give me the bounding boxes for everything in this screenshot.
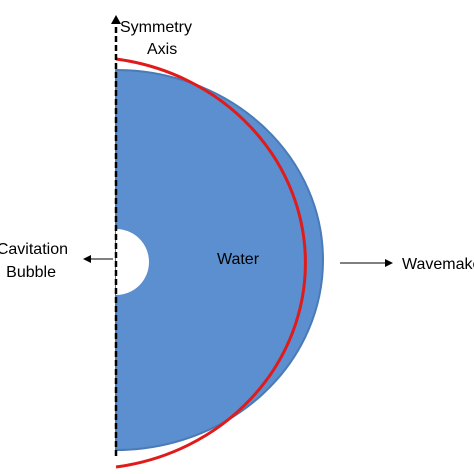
symmetry-axis-arrowhead bbox=[111, 15, 121, 24]
wavemaker-boundary bbox=[115, 57, 307, 469]
water-region bbox=[115, 68, 324, 452]
symmetry-axis-label-line1: Symmetry bbox=[120, 19, 192, 36]
symmetry-axis-label-line2: Axis bbox=[147, 41, 177, 58]
bubble-label-line1: Cavitation bbox=[0, 241, 68, 258]
water-label: Water bbox=[217, 251, 260, 268]
cavitation-bubble bbox=[116, 229, 149, 295]
wavemaker-label: Wavemaker bbox=[402, 256, 474, 273]
bubble-label-line2: Bubble bbox=[6, 264, 56, 281]
